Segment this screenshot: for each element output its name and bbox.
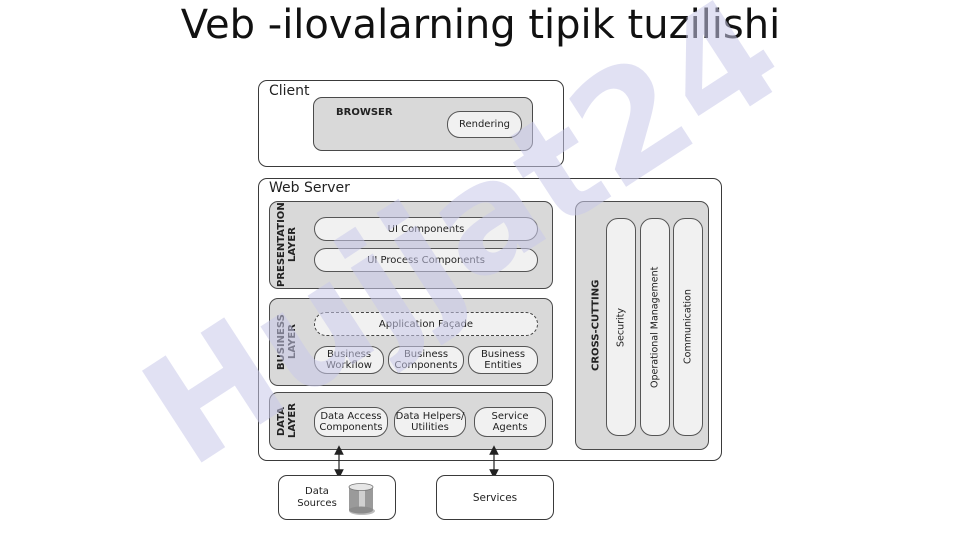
services-label: Services [472, 491, 518, 504]
database-icon [348, 483, 375, 515]
business-layer: BUSINESS LAYER Application Façade Busine… [269, 298, 553, 386]
business-components-pill: Business Components [388, 346, 464, 374]
browser-label: BROWSER [336, 107, 393, 118]
security-label: Security [615, 307, 627, 347]
business-layer-label: BUSINESS LAYER [276, 314, 298, 370]
services-box: Services [436, 475, 554, 520]
data-sources-box: Data Sources [278, 475, 396, 520]
ui-components-pill: UI Components [314, 217, 538, 241]
client-container: Client BROWSER Rendering [258, 80, 564, 167]
business-workflow-pill: Business Workflow [314, 346, 384, 374]
service-agents-pill: Service Agents [474, 407, 546, 437]
client-label: Client [269, 83, 310, 99]
rendering-pill: Rendering [447, 111, 522, 138]
slide-title: Veb -ilovalarning tipik tuzilishi [180, 2, 781, 48]
data-layer: DATA LAYER Data Access Components Data H… [269, 392, 553, 450]
ui-process-components-pill: UI Process Components [314, 248, 538, 272]
data-helpers-utilities-pill: Data Helpers/ Utilities [394, 407, 466, 437]
security-pill: Security [606, 218, 636, 436]
operational-management-label: Operational Management [649, 266, 661, 388]
cross-cutting-box: CROSS-CUTTING Security Operational Manag… [575, 201, 709, 450]
data-access-components-pill: Data Access Components [314, 407, 388, 437]
communication-pill: Communication [673, 218, 703, 436]
communication-label: Communication [682, 289, 694, 365]
data-sources-label: Data Sources [297, 486, 337, 509]
browser-box: BROWSER Rendering [313, 97, 533, 151]
operational-management-pill: Operational Management [640, 218, 670, 436]
presentation-layer-label: PRESENTATION LAYER [276, 202, 298, 288]
presentation-layer: PRESENTATION LAYER UI Components UI Proc… [269, 201, 553, 289]
web-server-container: Web Server PRESENTATION LAYER UI Compone… [258, 178, 722, 461]
application-facade-pill: Application Façade [314, 312, 538, 336]
data-layer-label: DATA LAYER [276, 403, 298, 439]
web-server-label: Web Server [269, 180, 350, 196]
business-entities-pill: Business Entities [468, 346, 538, 374]
